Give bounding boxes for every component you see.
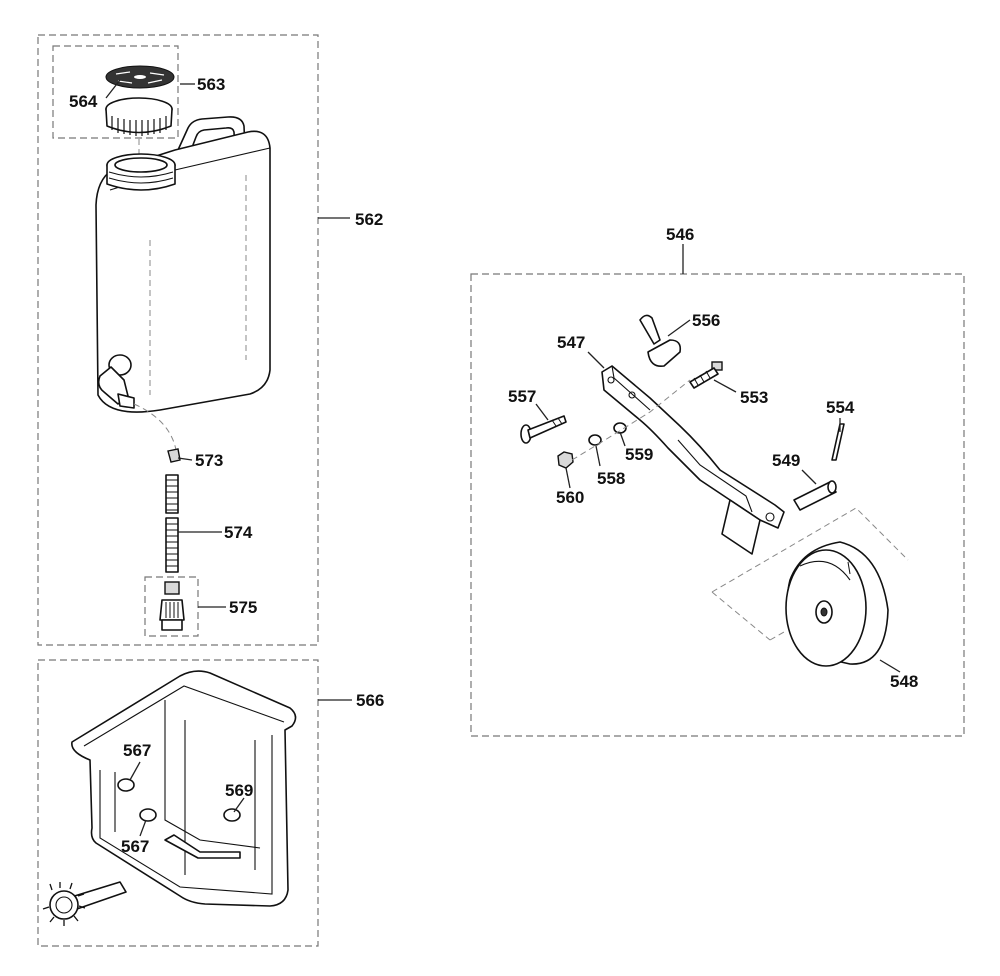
callout-546: 546: [666, 225, 694, 244]
washer-558: [588, 434, 602, 446]
tank-cap: [105, 97, 173, 136]
clamp-lever: [639, 314, 682, 368]
elbow-fitting: [167, 448, 181, 463]
callout-567-top: 567: [123, 741, 151, 760]
callout-574: 574: [224, 523, 253, 542]
cap-label-disc: [105, 65, 175, 89]
wheel-548: [785, 541, 889, 667]
callout-557: 557: [508, 387, 536, 406]
callout-573: 573: [195, 451, 223, 470]
callout-556: 556: [692, 311, 720, 330]
callout-563: 563: [197, 75, 225, 94]
leader-lines: [105, 79, 901, 837]
callout-549: 549: [772, 451, 800, 470]
frame-bracket-group: [37, 659, 319, 947]
callout-554: 554: [826, 398, 855, 417]
frame-wheel-kit-group: [470, 273, 965, 737]
callout-558: 558: [597, 469, 625, 488]
wheel-arm: [601, 365, 785, 555]
frame-tank-group: [37, 34, 319, 646]
callout-553: 553: [740, 388, 768, 407]
bolt-553: [689, 361, 723, 389]
callout-564: 564: [69, 92, 98, 111]
assembly-axis-left: [571, 379, 691, 461]
callout-559: 559: [625, 445, 653, 464]
axle-549: [793, 480, 837, 511]
callout-labels: 562 563 564 573 574 575 566 567 567 569 …: [69, 75, 918, 856]
pin-554: [831, 423, 845, 461]
wheel-axis-box: [711, 507, 909, 641]
hose-path-line: [133, 403, 177, 451]
callout-548: 548: [890, 672, 918, 691]
callout-562: 562: [355, 210, 383, 229]
water-tank: [95, 116, 271, 413]
callout-560: 560: [556, 488, 584, 507]
callout-547: 547: [557, 333, 585, 352]
tank-bracket: [42, 670, 297, 926]
callout-566: 566: [356, 691, 384, 710]
callout-569: 569: [225, 781, 253, 800]
nut-560: [557, 451, 574, 469]
intake-filter: [159, 581, 185, 631]
callout-567-bottom: 567: [121, 837, 149, 856]
callout-575: 575: [229, 598, 257, 617]
hose-segments: [165, 474, 179, 573]
frame-cap-group: [52, 45, 179, 139]
bolt-557: [520, 415, 567, 444]
